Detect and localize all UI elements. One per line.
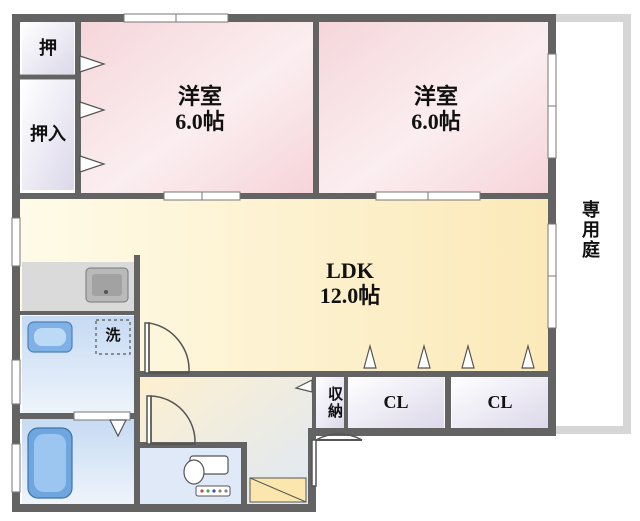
swing-doors <box>144 322 363 487</box>
western-room-left-size: 6.0帖 <box>175 109 225 135</box>
wash-label: 洗 <box>105 328 121 344</box>
western-room-left-floor <box>80 22 313 193</box>
storage-label: 収納 <box>326 386 342 420</box>
windows <box>11 13 557 493</box>
western-room-right-size: 6.0帖 <box>411 109 461 135</box>
toilet-icon <box>183 455 231 497</box>
western-room-left-label: 洋室 6.0帖 <box>150 84 250 135</box>
bathtub-icon <box>27 427 73 499</box>
storage-floor <box>316 376 344 428</box>
closet-1-label: CL <box>383 392 409 412</box>
kitchen-sink-icon <box>85 267 129 303</box>
oshiire-label: 押入 <box>30 124 66 144</box>
oshi-label: 押 <box>39 38 57 58</box>
oshi-floor <box>22 22 74 74</box>
washing-machine-space <box>95 319 131 355</box>
ldk-name: LDK <box>326 258 374 283</box>
closet-2-floor <box>452 376 548 428</box>
western-room-right-floor <box>318 22 549 193</box>
western-room-right-name: 洋室 <box>413 84 458 109</box>
closet-2-label: CL <box>487 392 513 412</box>
walls <box>12 14 556 512</box>
ldk-size: 12.0帖 <box>319 283 381 309</box>
garden-outline <box>553 14 631 434</box>
oshiire-floor <box>22 80 74 190</box>
shoe-box-icon <box>249 477 307 503</box>
washbasin-icon <box>27 321 73 353</box>
garden-label: 専用庭 <box>580 200 600 260</box>
western-room-right-label: 洋室 6.0帖 <box>386 84 486 135</box>
sliding-door-markers <box>79 55 535 438</box>
ldk-label: LDK 12.0帖 <box>300 258 400 309</box>
closet-1-floor <box>348 376 444 428</box>
western-room-left-name: 洋室 <box>177 84 222 109</box>
